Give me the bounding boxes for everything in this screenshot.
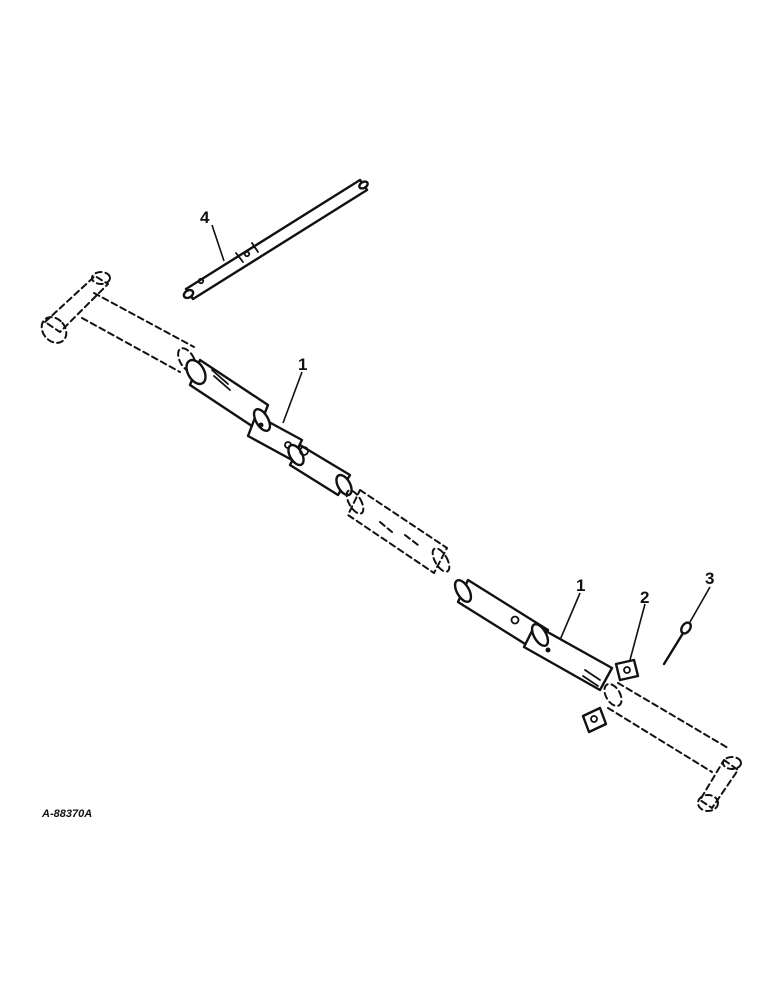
upper-yoke-phantom — [40, 271, 197, 373]
pin-part-3 — [662, 586, 711, 666]
callout-2: 2 — [640, 588, 649, 607]
callout-1-lower: 1 — [576, 576, 585, 595]
callout-1-upper: 1 — [298, 355, 307, 374]
clip-part-2 — [581, 603, 646, 734]
callout-3: 3 — [705, 569, 714, 588]
tube-part-1-lower — [453, 578, 614, 692]
callout-4: 4 — [200, 208, 210, 227]
tube-part-1-upper — [185, 358, 304, 462]
lower-yoke-phantom — [603, 682, 742, 812]
middle-tube — [287, 443, 353, 497]
figure-code: A-88370A — [41, 808, 92, 820]
shaft-part-4 — [182, 178, 369, 301]
middle-phantom-section — [345, 489, 451, 574]
